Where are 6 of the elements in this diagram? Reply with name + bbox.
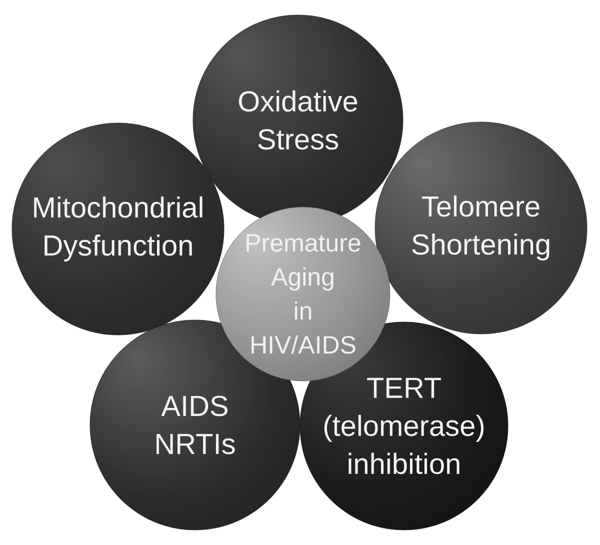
sphere-label: Oxidative Stress <box>238 90 358 150</box>
sphere-label: TERT (telomerase) inhibition <box>324 378 484 474</box>
sphere-label: Telomere Shortening <box>412 195 550 260</box>
sphere-label: Premature Aging in HIV/AIDS <box>246 234 360 354</box>
sphere-label: Mitochondrial Dysfunction <box>34 196 202 262</box>
sphere-label: AIDS NRTIs <box>156 396 235 454</box>
